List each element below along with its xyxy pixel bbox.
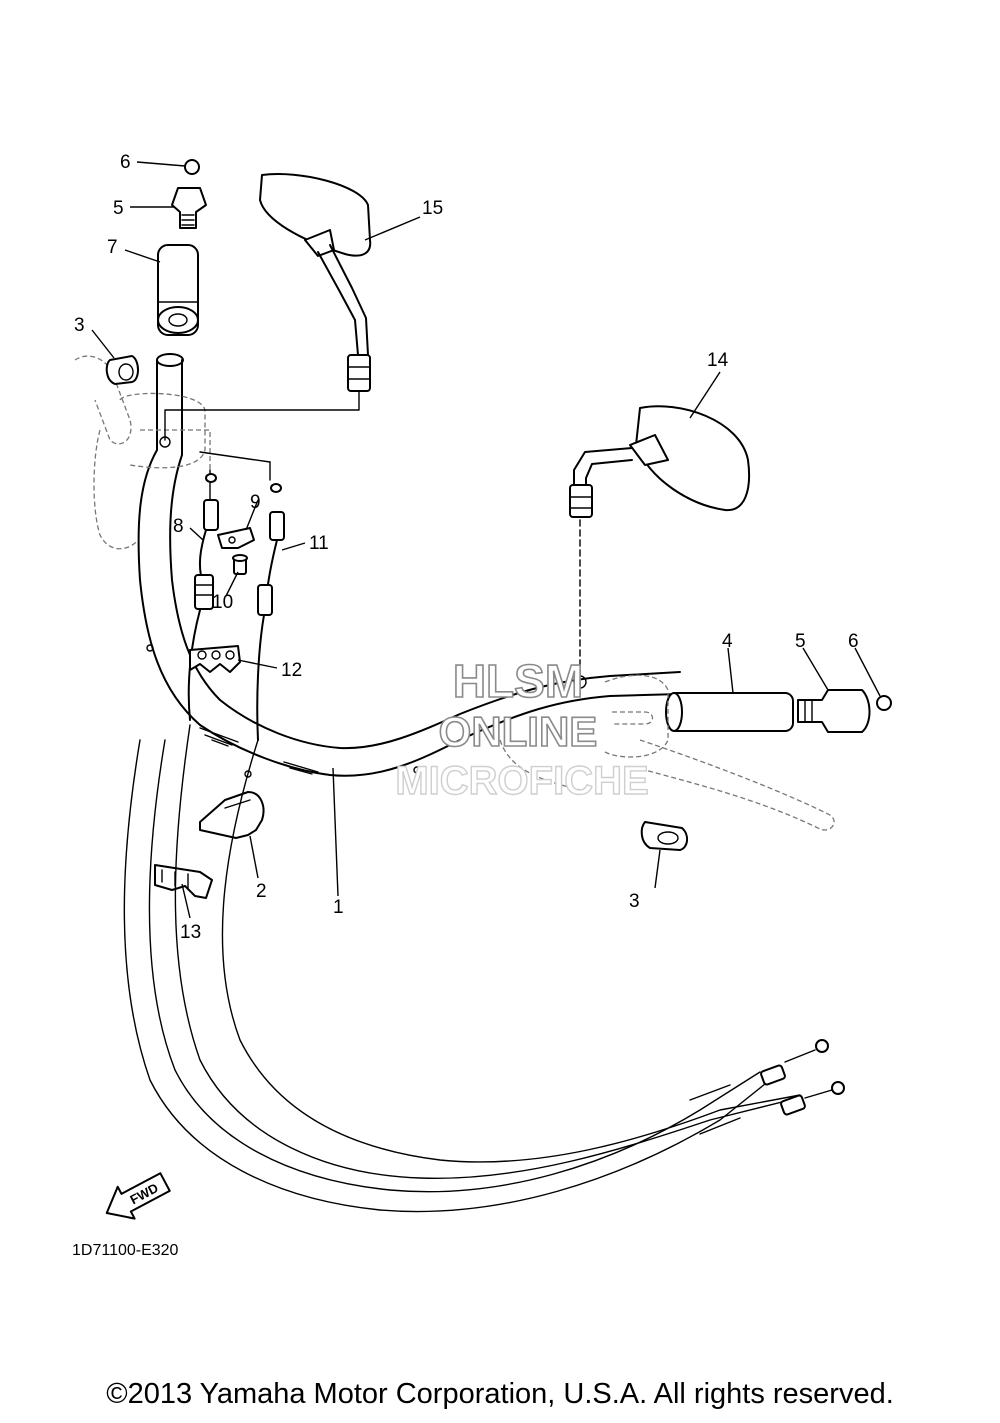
watermark: HLSM ONLINE MICROFICHE (395, 654, 650, 804)
callout-13: 13 (180, 922, 201, 943)
callout-9: 9 (250, 492, 261, 513)
lever-holder-left (105, 355, 139, 385)
callout-4: 4 (722, 631, 733, 652)
callout-5-left: 5 (113, 198, 124, 219)
right-grip (665, 692, 794, 732)
cable-clamp-12 (189, 645, 241, 673)
callout-3-right: 3 (629, 891, 640, 912)
cable-clamp-2 (199, 791, 265, 839)
callout-labels: 6 5 7 3 15 14 8 9 10 11 12 2 13 1 4 5 6 … (74, 152, 859, 943)
left-end-screw (184, 159, 200, 175)
watermark-line-3: MICROFICHE (395, 759, 648, 803)
cable-plate (217, 527, 255, 549)
lower-cables (123, 724, 845, 1213)
copyright-notice: ©2013 Yamaha Motor Corporation, U.S.A. A… (106, 1378, 894, 1410)
right-end-screw (876, 695, 892, 711)
cable-clamp-13 (154, 864, 213, 899)
callout-6-right: 6 (848, 631, 859, 652)
callout-8: 8 (173, 516, 184, 537)
callout-11: 11 (309, 533, 329, 554)
callout-10: 10 (212, 592, 233, 613)
left-grip (157, 244, 199, 336)
handlebar (137, 353, 681, 778)
callout-15: 15 (422, 198, 443, 219)
left-lever-assembly (74, 355, 211, 550)
left-end-weight (171, 187, 207, 229)
watermark-line-2: ONLINE (439, 708, 598, 755)
mirror-right (569, 405, 751, 689)
callout-7: 7 (107, 237, 118, 258)
callout-1: 1 (333, 897, 344, 918)
plate-screw (232, 554, 248, 575)
callout-12: 12 (281, 660, 302, 681)
callout-3-left: 3 (74, 315, 85, 336)
callout-6-left: 6 (120, 152, 131, 173)
lever-holder-right (640, 821, 688, 851)
right-end-weight (797, 689, 871, 733)
fwd-arrow: FWD (105, 1172, 171, 1220)
callout-14: 14 (707, 350, 729, 371)
callout-2: 2 (256, 881, 267, 902)
callout-5-right: 5 (795, 631, 806, 652)
right-lever-assembly (499, 674, 835, 831)
drawing-code: 1D71100-E320 (72, 1242, 179, 1259)
watermark-line-1: HLSM (453, 655, 583, 707)
leader-lines (91, 161, 881, 919)
throttle-cables (187, 451, 285, 741)
mirror-left (159, 173, 372, 448)
